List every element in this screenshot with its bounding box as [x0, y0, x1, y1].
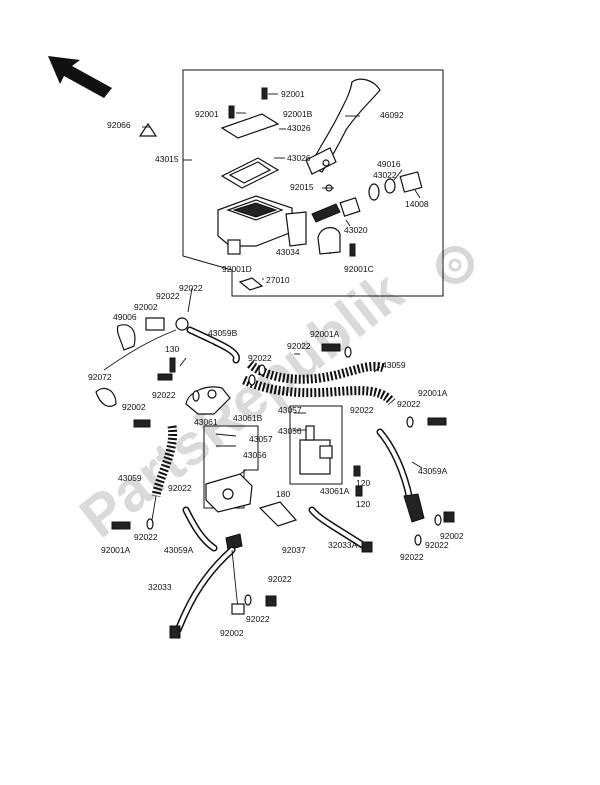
label: 120 — [356, 499, 370, 509]
bolt-92001-a — [228, 105, 235, 119]
valve-box-left — [203, 425, 259, 509]
label: 43034 — [276, 247, 300, 257]
label: 92001 — [195, 109, 219, 119]
label: 43015 — [155, 154, 179, 164]
label: 43059 — [382, 360, 406, 370]
label: 92001D — [222, 264, 252, 274]
hose-clamp — [95, 387, 117, 407]
label: 92022 — [156, 291, 180, 301]
label: 92001A — [310, 329, 340, 339]
label: 43020 — [344, 225, 368, 235]
label: 92066 — [107, 120, 131, 130]
label: 43059A — [418, 466, 448, 476]
label: 92022 — [134, 532, 158, 542]
hose-43059B — [186, 326, 240, 364]
label: 92022 — [179, 283, 203, 293]
banjo-bolt-upper — [116, 317, 189, 351]
label: 92022 — [425, 540, 449, 550]
label: 92022 — [246, 614, 270, 624]
label: 92022 — [400, 552, 424, 562]
label: 92022 — [350, 405, 374, 415]
label: 180 — [276, 489, 290, 499]
brake-line-upper — [242, 360, 396, 406]
label: 92001C — [344, 264, 374, 274]
bolt-92001C — [349, 243, 356, 257]
washers — [146, 346, 442, 606]
valve-box-right — [289, 405, 343, 485]
label: 92001B — [283, 109, 313, 119]
master-cylinder-box — [182, 69, 444, 297]
bolt-92001-b — [261, 87, 268, 100]
label: 92022 — [168, 483, 192, 493]
piston-assembly — [311, 171, 423, 223]
bolts — [111, 343, 455, 607]
part-labels: 92001 92001 92001B 46092 92066 43026 430… — [88, 89, 464, 638]
label: 49006 — [113, 312, 137, 322]
hose-43059A-lower — [182, 506, 243, 552]
label: 92022 — [397, 399, 421, 409]
label: 43022 — [373, 170, 397, 180]
valve-43061A — [299, 425, 333, 475]
label: 120 — [356, 478, 370, 488]
label: 27010 — [266, 275, 290, 285]
label: 92022 — [152, 390, 176, 400]
bracket-180 — [258, 501, 298, 527]
handlebar-clamp — [317, 227, 341, 255]
label: 43061A — [320, 486, 350, 496]
label: 43061 — [194, 417, 218, 427]
brake-line-32033 — [169, 546, 245, 639]
label: 46092 — [380, 110, 404, 120]
label: 92002 — [122, 402, 146, 412]
label: 43026 — [287, 123, 311, 133]
label: 43056 — [243, 450, 267, 460]
reservoir-diaphragm — [220, 157, 280, 189]
front-arrow-icon — [48, 56, 112, 98]
valve-43061B — [205, 473, 253, 513]
label: 43059A — [164, 545, 194, 555]
brake-lever — [305, 78, 381, 175]
label: 92002 — [134, 302, 158, 312]
label: 92001A — [418, 388, 448, 398]
label: 43056 — [278, 426, 302, 436]
label: 43026 — [287, 153, 311, 163]
label: 130 — [165, 344, 179, 354]
hose-43059A-right — [376, 428, 425, 523]
label: 43057 — [278, 405, 302, 415]
label: 92022 — [248, 353, 272, 363]
master-cylinder-body — [217, 195, 307, 255]
label: 92001 — [281, 89, 305, 99]
warning-label — [138, 122, 158, 137]
hose-43059-left — [151, 425, 178, 521]
brake-line-32033A — [308, 506, 373, 553]
label: 43059 — [118, 473, 142, 483]
label: 32033 — [148, 582, 172, 592]
label: 32033A — [328, 540, 358, 550]
gear-icon — [436, 246, 474, 284]
label: 92015 — [290, 182, 314, 192]
reservoir-cap — [220, 113, 280, 139]
brake-switch — [238, 277, 264, 291]
label: 43057 — [249, 434, 273, 444]
label: 92001A — [101, 545, 131, 555]
leader-lines — [142, 93, 423, 475]
label: 92037 — [282, 545, 306, 555]
label: 92022 — [287, 341, 311, 351]
label: 92002 — [220, 628, 244, 638]
label: 92072 — [88, 372, 112, 382]
label: 14008 — [405, 199, 429, 209]
label: 49016 — [377, 159, 401, 169]
label: 43061B — [233, 413, 263, 423]
label: 92002 — [440, 531, 464, 541]
brake-line-long — [103, 329, 177, 371]
label: 92022 — [268, 574, 292, 584]
label: 43059B — [208, 328, 238, 338]
